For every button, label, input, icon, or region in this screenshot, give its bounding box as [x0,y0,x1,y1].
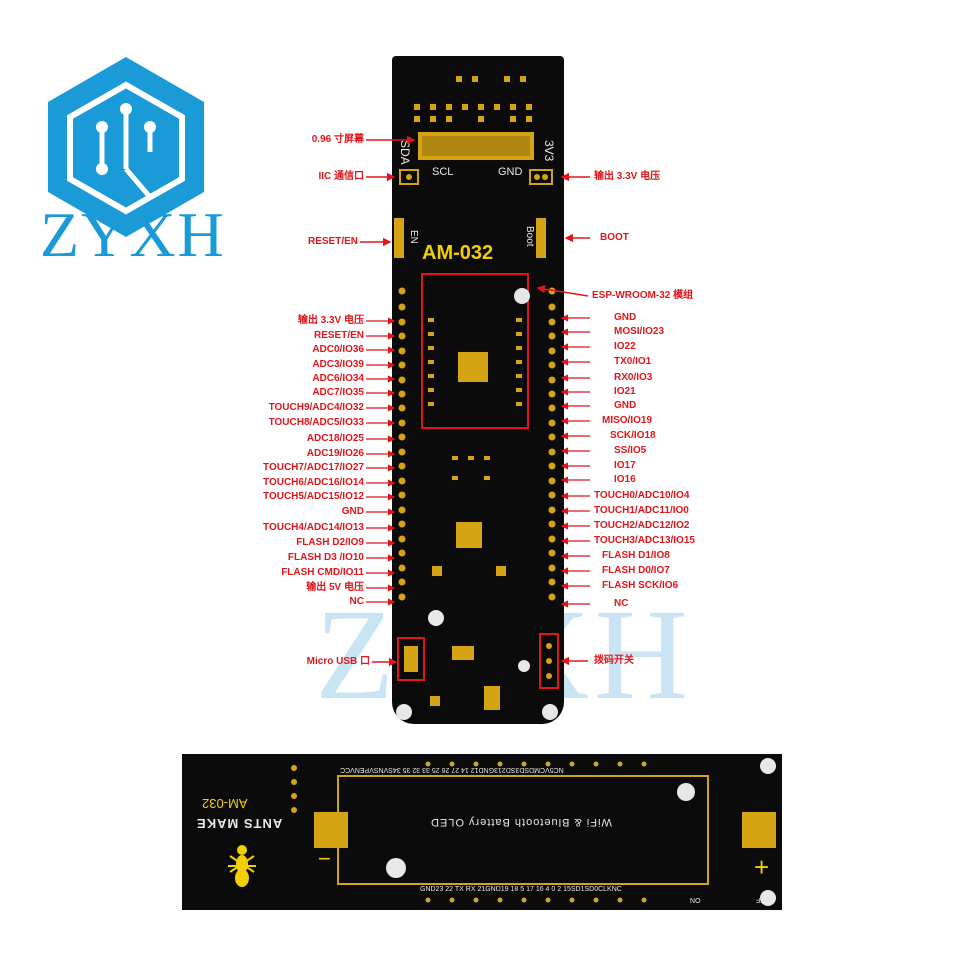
pin-label-right: TOUCH3/ADC13/IO15 [594,535,695,546]
callout-usb: Micro USB 口 [306,656,370,667]
back-minus-sign: − [318,846,331,871]
pin-label-left: ADC0/IO36 [312,344,364,355]
pin-label-right: SCK/IO18 [610,430,656,441]
back-bottom-row-labels: GND23 22 TX RX 21GND19 18 5 17 16 4 0 2 … [420,886,622,893]
board-back-details [228,758,776,906]
callout-iic: IIC 通信口 [318,171,364,182]
pin-label-right: RX0/IO3 [614,372,653,383]
pin-label-left: RESET/EN [313,330,364,341]
pin-label-left: ADC18/IO25 [306,433,364,444]
callout-esp: ESP-WROOM-32 模组 [592,290,694,301]
silk-3v3: 3V3 [542,140,556,162]
pin-label-right: IO21 [614,386,636,397]
pin-label-right: GND [614,400,637,411]
callout-out33-top: 输出 3.3V 电压 [594,171,661,182]
back-model: AM-032 [202,796,248,811]
pin-label-left: ADC7/IO35 [312,387,364,398]
pin-label-left: FLASH D3 /IO10 [287,552,364,563]
pin-label-left: 输出 5V 电压 [306,582,364,593]
pin-label-left: ADC19/IO26 [306,448,364,459]
back-brand: ANTS MAKE [196,816,283,831]
pin-label-left: FLASH CMD/IO11 [281,567,364,578]
pin-label-right: NC [614,598,629,609]
pin-label-right: TOUCH2/ADC12/IO2 [594,520,690,531]
pin-label-right: TOUCH0/ADC10/IO4 [594,490,690,501]
zyxh-logo [48,57,204,237]
pin-label-right: IO17 [614,460,636,471]
pin-label-left: TOUCH6/ADC16/IO14 [263,477,364,488]
pin-label-left: TOUCH4/ADC14/IO13 [263,522,364,533]
silk-en: EN [408,230,419,244]
pin-label-left: GND [341,506,364,517]
silk-scl: SCL [432,166,454,178]
callout-oled: 0.96 寸屏幕 [311,134,364,145]
pin-label-right: FLASH SCK/IO6 [602,580,679,591]
pin-label-left: TOUCH7/ADC17/IO27 [263,462,364,473]
back-desc: WiFi & Bluetooth Battery OLED [430,816,612,828]
pin-label-left: NC [349,596,364,607]
pin-label-right: SS/IO5 [614,445,647,456]
pin-label-left: ADC3/IO39 [312,359,364,370]
board-model: AM-032 [422,242,494,264]
back-off-label: OFF [756,896,770,903]
callout-dial: 拨码开关 [594,655,634,666]
pin-label-right: MOSI/IO23 [614,326,665,337]
pin-label-right: FLASH D0/IO7 [602,565,670,576]
back-on-label: ON [690,896,701,903]
silk-sda: SDA [398,140,412,165]
pin-label-left: FLASH D2/IO9 [296,537,364,548]
pin-label-right: FLASH D1/IO8 [602,550,670,561]
pin-label-left: ADC6/IO34 [312,373,364,384]
callout-boot: BOOT [600,232,629,243]
pin-label-right: IO16 [614,474,636,485]
silk-boot: Boot [524,226,535,247]
pin-label-right: TX0/IO1 [614,356,652,367]
silk-gnd: GND [498,166,523,178]
pin-label-right: TOUCH1/ADC11/IO0 [594,505,689,516]
pin-label-left: 输出 3.3V 电压 [297,315,364,326]
back-plus-sign: + [754,852,770,882]
callout-reset: RESET/EN [307,236,358,247]
pin-label-right: MISO/IO19 [602,415,653,426]
pin-label-right: IO22 [614,341,636,352]
pin-label-left: TOUCH5/ADC15/IO12 [263,491,364,502]
board-front-details [394,76,559,720]
logo-text: ZYXH [40,199,226,270]
pin-label-left: TOUCH8/ADC5/IO33 [268,417,364,428]
pin-label-right: GND [614,312,637,323]
board-front [392,56,564,724]
pin-label-left: TOUCH9/ADC4/IO32 [268,402,364,413]
back-top-row-labels: NC5VCMDSD3SD213GND12 14 27 26 25 33 32 3… [340,766,564,773]
